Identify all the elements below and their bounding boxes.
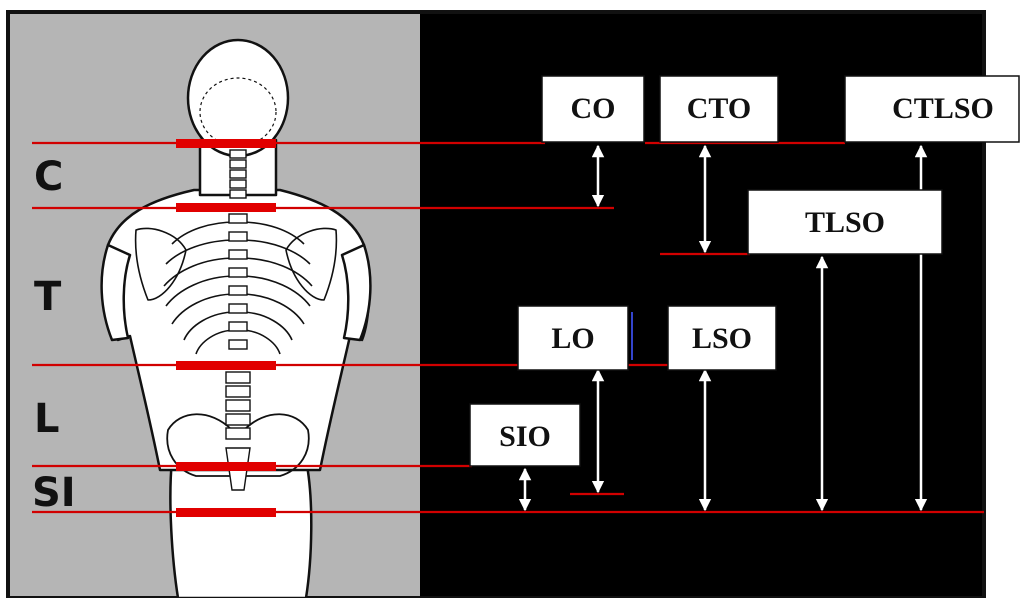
region-label-c: C: [34, 154, 63, 200]
orthosis-label-lo: LO: [551, 322, 594, 355]
orthosis-box-lo: LO: [518, 306, 632, 370]
marker-t12: [176, 361, 276, 370]
orthosis-label-tlso: TLSO: [805, 206, 885, 239]
orthosis-box-co: CO: [542, 76, 644, 142]
orthosis-label-co: CO: [571, 92, 616, 125]
region-label-l: L: [34, 396, 60, 442]
marker-sacrum: [176, 508, 276, 517]
orthosis-label-sio: SIO: [499, 420, 551, 453]
region-label-si: SI: [32, 470, 76, 516]
orthosis-box-tlso: TLSO: [748, 190, 942, 254]
orthosis-box-lso: LSO: [668, 306, 776, 370]
region-label-t: T: [34, 274, 62, 320]
orthosis-box-cto: CTO: [660, 76, 778, 142]
orthosis-box-ctlso: CTLSO: [845, 76, 1019, 142]
orthosis-label-ctlso: CTLSO: [892, 92, 994, 125]
marker-skull-base: [176, 139, 276, 148]
orthosis-label-lso: LSO: [692, 322, 752, 355]
marker-c7: [176, 203, 276, 212]
marker-l5: [176, 462, 276, 471]
orthosis-label-cto: CTO: [687, 92, 751, 125]
orthosis-box-sio: SIO: [470, 404, 580, 466]
